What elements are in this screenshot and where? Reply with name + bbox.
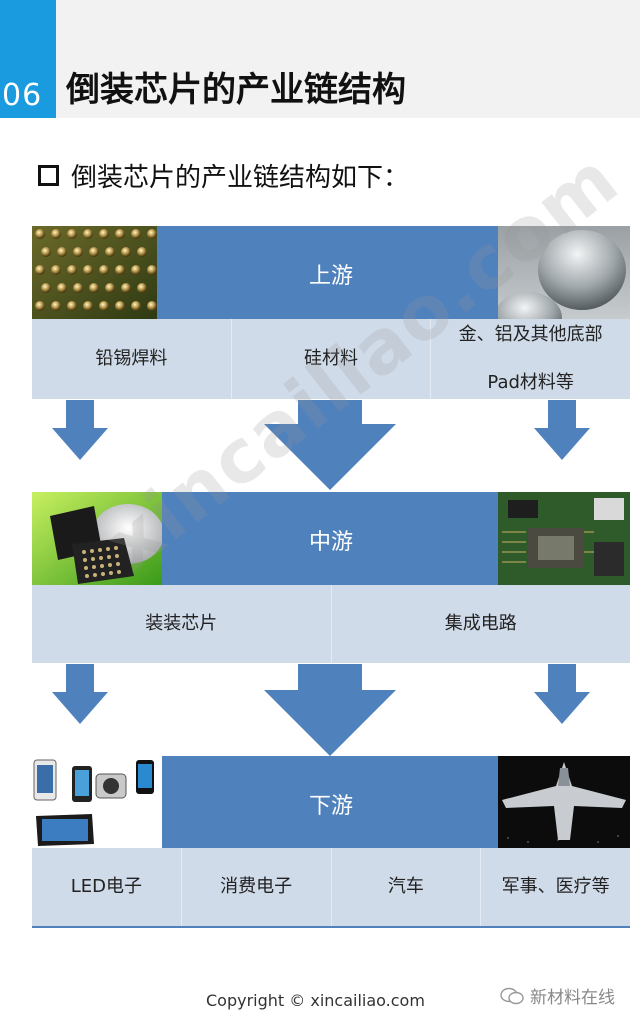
downstream-label: 下游 bbox=[308, 794, 353, 819]
brand-name: 新材料在线 bbox=[530, 988, 615, 1008]
upstream-item: 硅材料 bbox=[232, 319, 432, 399]
subtitle: 倒装芯片的产业链结构如下： bbox=[38, 157, 409, 194]
arrow-down-small-right bbox=[534, 400, 590, 460]
downstream-items: LED电子 消费电子 汽车 军事、医疗等 bbox=[32, 848, 630, 928]
midstream-items: 装装芯片 集成电路 bbox=[32, 585, 630, 663]
checkbox-square-icon bbox=[38, 165, 59, 186]
section-number: 06 bbox=[2, 78, 43, 113]
downstream-item: 汽车 bbox=[332, 848, 482, 926]
fighter-jet-image bbox=[498, 756, 630, 848]
midstream-item: 集成电路 bbox=[444, 613, 517, 634]
arrow-down-large-center bbox=[264, 664, 396, 756]
bga-chip-image bbox=[32, 492, 162, 585]
subtitle-text: 倒装芯片的产业链结构如下： bbox=[71, 163, 410, 193]
downstream-item: 军事、医疗等 bbox=[501, 876, 610, 897]
arrow-down-large-center bbox=[264, 400, 396, 490]
section-number-box: 06 bbox=[0, 0, 56, 118]
silicon-sphere-image bbox=[498, 226, 630, 319]
copyright-footer: Copyright © xincailiao.com bbox=[206, 991, 425, 1010]
header-bar: 06 倒装芯片的产业链结构 bbox=[0, 0, 640, 118]
downstream-item: 消费电子 bbox=[182, 848, 332, 926]
downstream-item: LED电子 bbox=[32, 848, 182, 926]
midstream-item: 装装芯片 bbox=[32, 585, 332, 663]
arrow-down-small-left bbox=[52, 664, 108, 724]
page-title: 倒装芯片的产业链结构 bbox=[66, 70, 406, 110]
brand-tag: 新材料在线 bbox=[500, 983, 615, 1008]
upstream-label: 上游 bbox=[308, 264, 353, 289]
upstream-items: 铅锡焊料 硅材料 金、铝及其他底部 Pad材料等 bbox=[32, 319, 630, 399]
solder-balls-image bbox=[32, 226, 157, 319]
circuit-board-image bbox=[498, 492, 630, 585]
upstream-item: 金、铝及其他底部 Pad材料等 bbox=[458, 324, 603, 393]
midstream-label: 中游 bbox=[308, 530, 353, 555]
upstream-item: 铅锡焊料 bbox=[32, 319, 232, 399]
wechat-icon bbox=[500, 987, 524, 1004]
arrow-down-small-left bbox=[52, 400, 108, 460]
consumer-devices-image bbox=[32, 756, 162, 848]
arrow-down-small-right bbox=[534, 664, 590, 724]
